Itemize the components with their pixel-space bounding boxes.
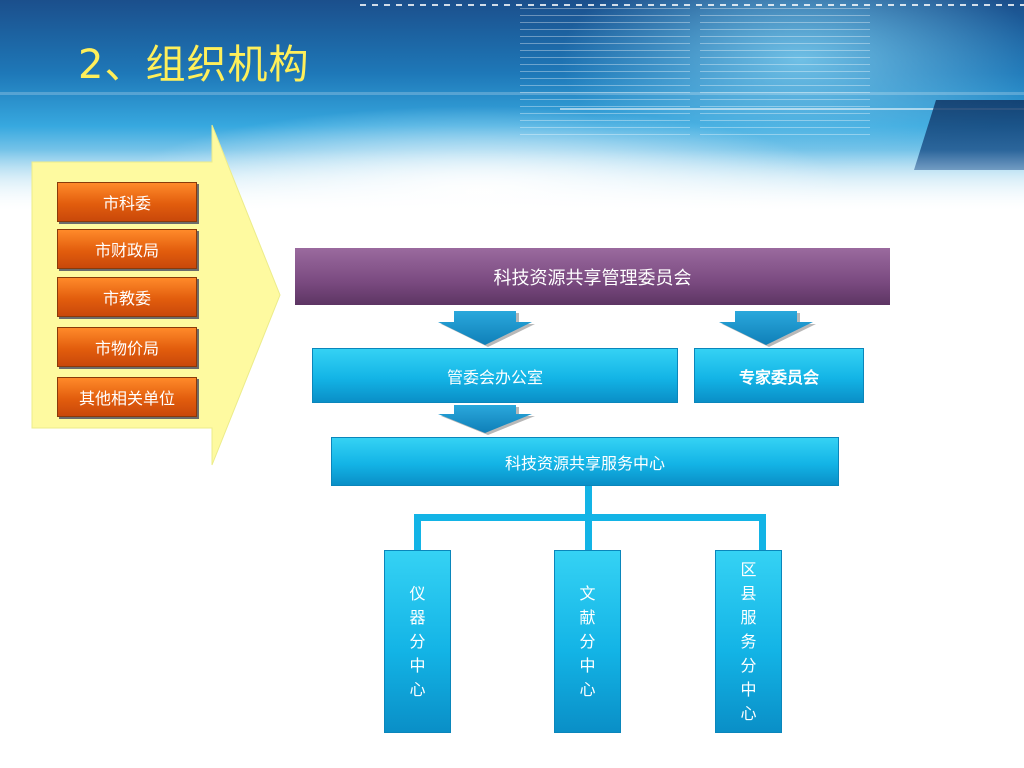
unit-price-bureau: 市物价局 xyxy=(57,327,197,367)
box-label: 专家委员会 xyxy=(738,367,819,387)
down-arrow-icon xyxy=(719,311,816,347)
vertical-char: 分 xyxy=(579,631,596,651)
vertical-char: 文 xyxy=(579,583,596,603)
unit-label: 市财政局 xyxy=(94,241,159,260)
unit-label: 其他相关单位 xyxy=(78,389,175,408)
instrument-subcenter-box: 仪器分中心 xyxy=(384,550,451,733)
vertical-char: 仪 xyxy=(409,583,426,603)
district-subcenter-box: 区县服务分中心 xyxy=(715,550,782,733)
vertical-char: 中 xyxy=(579,655,596,675)
unit-label: 市科委 xyxy=(102,194,151,213)
committee-office-box: 管委会办公室 xyxy=(312,348,678,403)
expert-committee-box: 专家委员会 xyxy=(694,348,864,403)
box-label: 科技资源共享管理委员会 xyxy=(493,267,692,289)
box-label: 管委会办公室 xyxy=(446,367,543,387)
unit-sci-commission: 市科委 xyxy=(57,182,197,222)
vertical-char: 心 xyxy=(740,703,757,723)
down-arrow-icon xyxy=(438,405,535,435)
unit-education-commission: 市教委 xyxy=(57,277,197,317)
banner-decoration xyxy=(520,8,690,138)
vertical-char: 服 xyxy=(740,607,757,627)
box-label: 科技资源共享服务中心 xyxy=(504,453,665,473)
vertical-char: 区 xyxy=(740,559,757,579)
vertical-char: 中 xyxy=(409,655,426,675)
service-center-box: 科技资源共享服务中心 xyxy=(331,437,839,486)
banner-decoration xyxy=(700,8,870,138)
vertical-char: 心 xyxy=(579,679,596,699)
vertical-char: 分 xyxy=(740,655,757,675)
page-title: 2、组织机构 xyxy=(78,42,310,88)
banner-decoration xyxy=(360,4,1024,6)
unit-finance-bureau: 市财政局 xyxy=(57,229,197,269)
unit-other-related: 其他相关单位 xyxy=(57,377,197,417)
down-arrow-icon xyxy=(438,311,535,347)
banner-decoration xyxy=(560,108,1024,110)
vertical-char: 县 xyxy=(740,583,757,603)
literature-subcenter-box: 文献分中心 xyxy=(554,550,621,733)
vertical-char: 分 xyxy=(409,631,426,651)
management-committee-box: 科技资源共享管理委员会 xyxy=(295,248,890,305)
banner-decoration xyxy=(0,92,1024,95)
vertical-char: 献 xyxy=(579,607,596,627)
unit-label: 市物价局 xyxy=(94,339,159,358)
unit-label: 市教委 xyxy=(102,289,151,308)
vertical-char: 器 xyxy=(409,607,426,627)
vertical-char: 中 xyxy=(740,679,757,699)
vertical-char: 务 xyxy=(740,631,757,651)
vertical-char: 心 xyxy=(409,679,426,699)
